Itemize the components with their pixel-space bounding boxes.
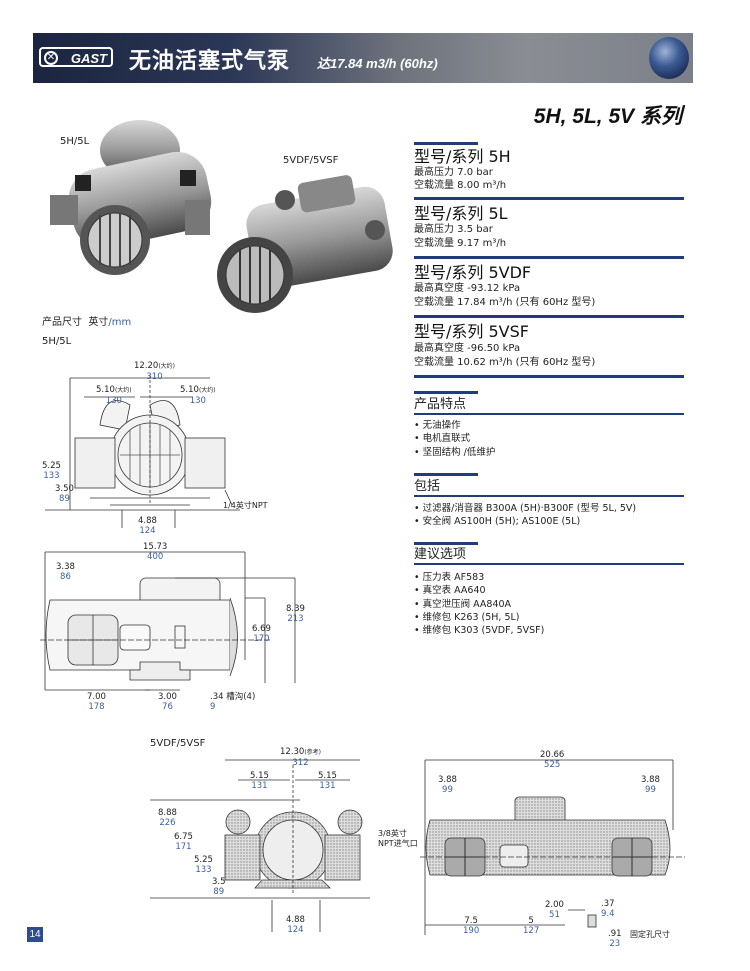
features-list: 无油操作 电机直联式 坚固结构 /低维护 bbox=[414, 419, 684, 459]
divider bbox=[414, 142, 478, 145]
drawing-5h-side bbox=[40, 551, 296, 691]
divider bbox=[414, 197, 684, 200]
divider bbox=[414, 315, 684, 318]
gast-logo: ✕GAST bbox=[39, 47, 113, 67]
model-spec: 最高真空度 -96.50 kPa bbox=[414, 343, 521, 354]
page-number: 14 bbox=[27, 927, 43, 942]
drawing-5v-front bbox=[150, 759, 370, 932]
list-item: 安全阀 AS100H (5H); AS100E (5L) bbox=[414, 515, 684, 528]
divider bbox=[414, 495, 684, 497]
list-item: 无油操作 bbox=[414, 419, 684, 432]
divider bbox=[414, 563, 684, 565]
photo-label-5v: 5VDF/5VSF bbox=[283, 155, 339, 166]
photo-label-5h: 5H/5L bbox=[60, 136, 90, 147]
logo-text: GAST bbox=[70, 51, 107, 66]
divider bbox=[414, 391, 478, 394]
npt-note: 1/4英寸NPT bbox=[223, 501, 268, 510]
model-spec: 最高真空度 -93.12 kPa bbox=[414, 283, 521, 294]
model-title: 型号/系列 5L bbox=[414, 204, 508, 223]
dim-label: 5.10(大约)130 bbox=[96, 385, 132, 406]
dimensions-title: 产品尺寸 英寸/mm bbox=[42, 313, 131, 328]
series-title: 5H, 5L, 5V 系列 bbox=[533, 105, 682, 128]
units-in: 英寸 bbox=[88, 317, 109, 328]
banner-title: 无油活塞式气泵 bbox=[129, 49, 291, 74]
includes-list: 过滤器/消音器 B300A (5H)·B300F (型号 5L, 5V) 安全阀… bbox=[414, 502, 684, 529]
divider bbox=[414, 413, 684, 415]
photo-5h-pump bbox=[50, 120, 212, 275]
features-title: 产品特点 bbox=[414, 397, 467, 412]
model-spec: 空载流量 8.00 m³/h bbox=[414, 180, 507, 191]
hole-size-note: 固定孔尺寸 bbox=[630, 930, 670, 939]
banner-subtitle: 达17.84 m3/h (60hz) bbox=[317, 56, 438, 71]
units-mm: /mm bbox=[108, 317, 132, 328]
includes-title: 包括 bbox=[414, 479, 441, 494]
list-item: 真空表 AA640 bbox=[414, 584, 684, 597]
drawing-label-5v: 5VDF/5VSF bbox=[150, 738, 206, 749]
list-item: 坚固结构 /低维护 bbox=[414, 446, 684, 459]
divider bbox=[414, 256, 684, 259]
model-spec: 空载流量 10.62 m³/h (只有 60Hz 型号) bbox=[414, 357, 596, 368]
dim-label: 5.10(大约)130 bbox=[180, 385, 216, 406]
drawing-5v-side bbox=[420, 759, 685, 935]
dimensions-title-text: 产品尺寸 bbox=[42, 317, 82, 328]
list-item: 维修包 K303 (5VDF, 5VSF) bbox=[414, 624, 684, 637]
model-spec: 最高压力 3.5 bar bbox=[414, 224, 493, 235]
list-item: 电机直联式 bbox=[414, 432, 684, 445]
divider bbox=[414, 473, 478, 476]
divider bbox=[414, 375, 684, 378]
drawing-5h-front bbox=[45, 375, 240, 528]
drawing-label-5h: 5H/5L bbox=[42, 336, 72, 347]
model-title: 型号/系列 5H bbox=[414, 147, 511, 166]
list-item: 过滤器/消音器 B300A (5H)·B300F (型号 5L, 5V) bbox=[414, 502, 684, 515]
list-item: 维修包 K263 (5H, 5L) bbox=[414, 611, 684, 624]
model-spec: 最高压力 7.0 bar bbox=[414, 167, 493, 178]
header-banner: ✕GAST 无油活塞式气泵 达17.84 m3/h (60hz) bbox=[33, 33, 693, 83]
model-title: 型号/系列 5VDF bbox=[414, 263, 532, 282]
options-list: 压力表 AF583 真空表 AA640 真空泄压阀 AA840A 维修包 K26… bbox=[414, 571, 684, 637]
list-item: 真空泄压阀 AA840A bbox=[414, 598, 684, 611]
model-title: 型号/系列 5VSF bbox=[414, 322, 529, 341]
dim-label: .34 槽沟(4)9 bbox=[210, 692, 256, 712]
photo-5v-pump bbox=[217, 175, 393, 313]
model-spec: 空载流量 9.17 m³/h bbox=[414, 238, 507, 249]
list-item: 压力表 AF583 bbox=[414, 571, 684, 584]
dim-label: 12.30(参考)312 bbox=[280, 747, 322, 768]
options-title: 建议选项 bbox=[414, 547, 467, 562]
dim-label: 12.20(大约)310 bbox=[134, 361, 176, 382]
divider bbox=[414, 542, 478, 545]
globe-icon bbox=[649, 37, 689, 79]
model-spec: 空载流量 17.84 m³/h (只有 60Hz 型号) bbox=[414, 297, 596, 308]
